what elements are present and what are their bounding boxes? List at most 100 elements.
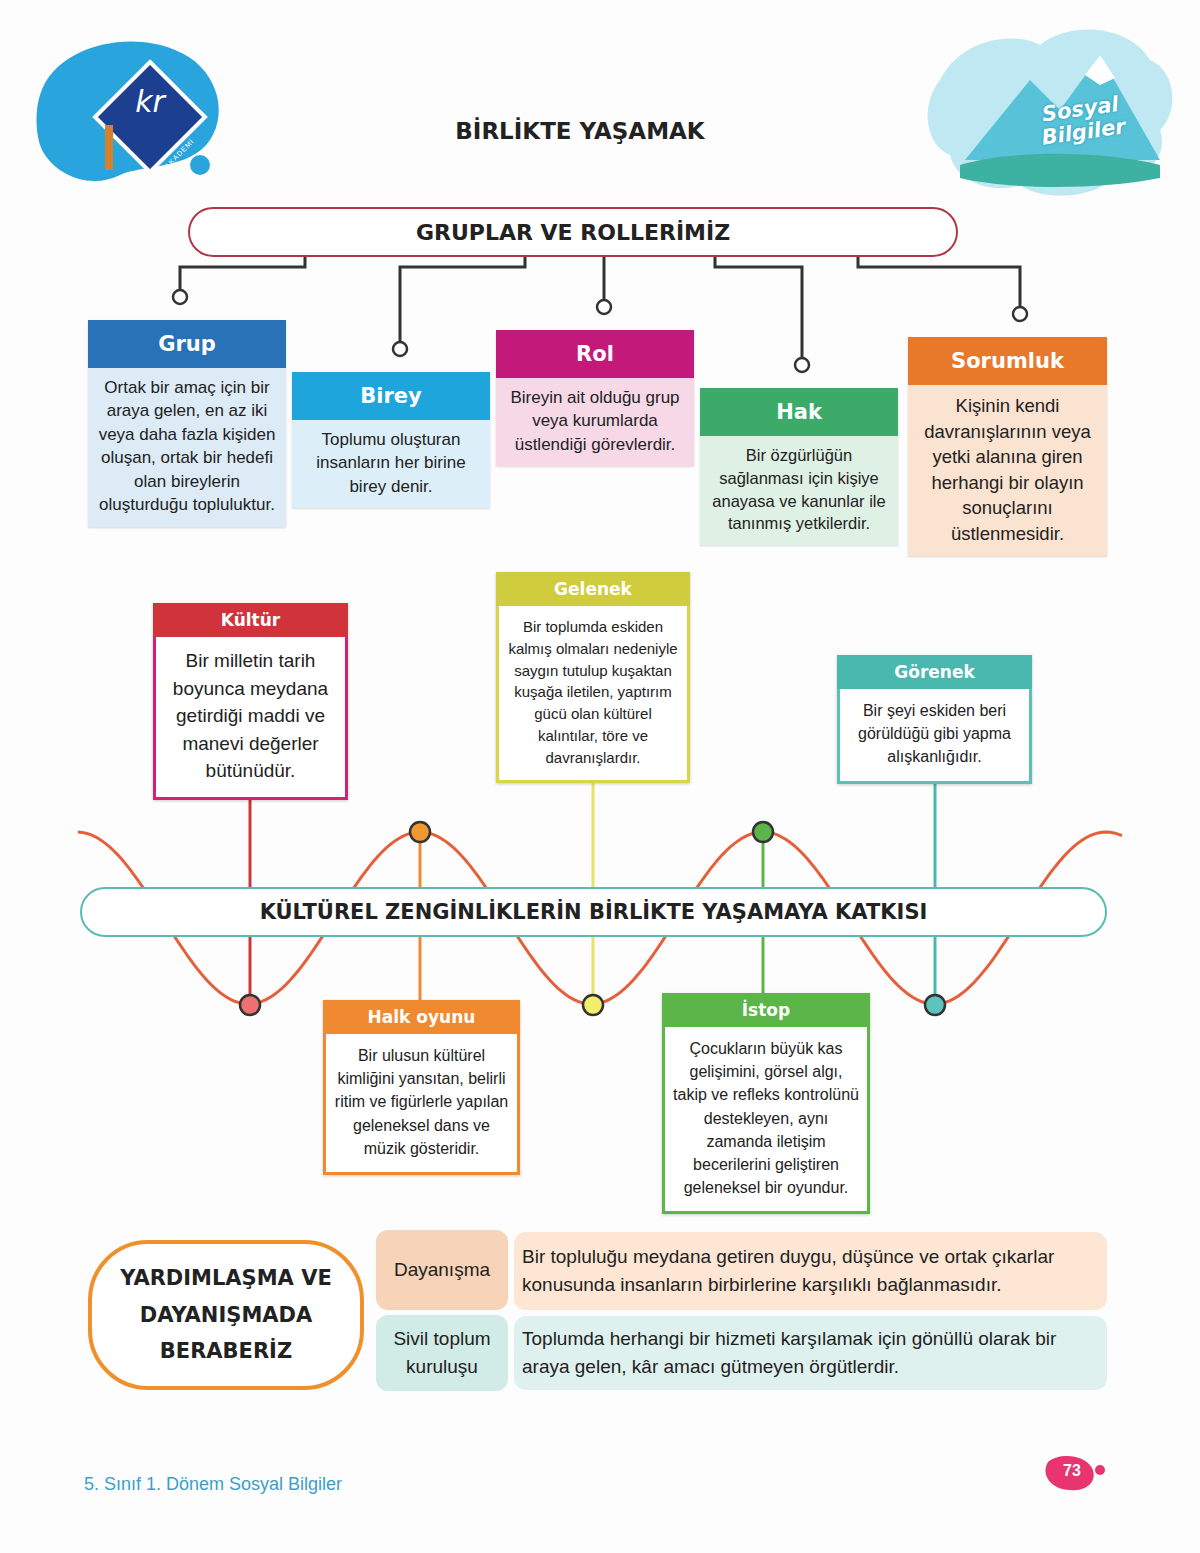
concept-box: GelenekBir toplumda eskiden kalmış olmal… [496,572,690,783]
box-header: Rol [496,330,694,378]
box-body: Toplumu oluşturan insanların her birine … [292,420,490,508]
connector-dot [795,358,809,372]
connector-line [934,784,937,887]
definition-text: Sivil toplum kuruluşu [384,1325,500,1380]
concept-box: RolBireyin ait olduğu grup veya kurumlar… [496,330,694,466]
box-header: Görenek [837,655,1032,689]
concept-box: KültürBir milletin tarih boyunca meydana… [153,603,348,800]
definition-box: Sivil toplum kuruluşu [376,1315,508,1391]
definition-text: Dayanışma [394,1256,490,1284]
band-title: KÜLTÜREL ZENGİNLİKLERİN BİRLİKTE YAŞAMAY… [260,900,928,924]
box-heading: Görenek [843,662,1026,682]
connector-line [419,937,422,1000]
wave-dot [753,822,773,842]
section-title: YARDIMLAŞMA VE DAYANIŞMADA BERABERİZ [106,1260,346,1370]
box-text: Bir ulusun kültürel kimliğini yansıtan, … [334,1044,509,1160]
box-header: Birey [292,372,490,420]
box-text: Toplumu oluşturan insanların her birine … [299,428,483,498]
connector [715,257,809,372]
definition-box: Toplumda herhangi bir hizmeti karşılamak… [514,1316,1107,1390]
box-text: Bir şeyi eskiden beri görüldüğü gibi yap… [848,699,1021,769]
connector-dot [393,342,407,356]
concept-box: GrupOrtak bir amaç için bir araya gelen,… [88,320,286,527]
logo-tower [105,125,113,170]
box-text: Kişinin kendi davranışlarının veya yetki… [915,393,1100,546]
wave-dot [410,822,430,842]
wave-dot [925,995,945,1015]
box-heading: Birey [298,384,484,408]
box-header: Grup [88,320,286,368]
band-title: GRUPLAR VE ROLLERİMİZ [416,220,730,245]
connector [420,937,421,1000]
box-header: Hak [700,388,898,436]
page-blob-dot [1095,1465,1105,1475]
connector [250,800,251,887]
wave-line [78,832,1122,1004]
logo-blob [36,41,218,181]
connector-line [592,783,595,887]
box-body: Bir ulusun kültürel kimliğini yansıtan, … [323,1034,520,1175]
stem-line [592,937,595,995]
connector-line [858,257,1020,307]
box-body: Bir toplumda eskiden kalmış olmaları ned… [496,606,690,783]
badge-mountain-snow [1085,55,1115,85]
definition-box: Bir topluluğu meydana getiren duygu, düş… [514,1232,1107,1310]
page-title: BİRLİKTE YAŞAMAK [380,118,780,144]
concept-box: İstopÇocukların büyük kas gelişimini, gö… [662,993,870,1214]
concept-box: Halk oyunuBir ulusun kültürel kimliğini … [323,1000,520,1175]
connector [173,257,305,304]
box-text: Bir toplumda eskiden kalmış olmaları ned… [507,616,679,768]
wave-dot [583,995,603,1015]
box-header: Gelenek [496,572,690,606]
box-heading: Kültür [159,610,342,630]
logo-text: kr [122,84,178,119]
badge-mountain [965,55,1160,160]
connector-line [715,257,802,358]
box-body: Çocukların büyük kas gelişimini, görsel … [662,1027,870,1214]
connector [597,257,611,314]
badge-ground [960,154,1160,187]
box-header: Sorumluk [908,337,1107,385]
box-heading: Grup [94,332,280,356]
footer-text: 5. Sınıf 1. Dönem Sosyal Bilgiler [84,1474,342,1495]
stem-line [249,937,252,995]
concept-box: HakBir özgürlüğün sağlanması için kişiye… [700,388,898,545]
section-oval: YARDIMLAŞMA VE DAYANIŞMADA BERABERİZ [88,1240,364,1390]
logo-diamond [95,62,205,172]
box-header: İstop [662,993,870,1027]
logo-dot [190,155,210,175]
connector-line [762,937,765,993]
connector-dot [597,300,611,314]
title-band: GRUPLAR VE ROLLERİMİZ [188,207,958,257]
page-number: 73 [1054,1462,1090,1480]
connector-line [249,800,252,887]
box-body: Bireyin ait olduğu grup veya kurumlarda … [496,378,694,466]
definition-text: Bir topluluğu meydana getiren duygu, düş… [522,1243,1099,1298]
box-heading: Halk oyunu [329,1007,514,1027]
concept-box: SorumlukKişinin kendi davranışlarının ve… [908,337,1107,556]
definition-text: Toplumda herhangi bir hizmeti karşılamak… [522,1325,1099,1380]
box-text: Bir özgürlüğün sağlanması için kişiye an… [707,444,891,535]
concept-box: GörenekBir şeyi eskiden beri görüldüğü g… [837,655,1032,784]
stem-line [419,842,422,887]
connector-line [180,257,305,290]
box-heading: Gelenek [502,579,684,599]
connector [935,784,936,887]
connector [593,783,594,887]
box-heading: Sorumluk [914,349,1101,373]
page-blob [1045,1456,1093,1490]
connector [858,257,1027,321]
concept-box: BireyToplumu oluşturan insanların her bi… [292,372,490,508]
box-body: Bir şeyi eskiden beri görüldüğü gibi yap… [837,689,1032,784]
box-heading: Hak [706,400,892,424]
box-text: Ortak bir amaç için bir araya gelen, en … [95,376,279,517]
connector-dot [173,290,187,304]
box-heading: İstop [668,1000,864,1020]
connector-line [603,257,606,300]
box-body: Bir özgürlüğün sağlanması için kişiye an… [700,436,898,545]
title-band: KÜLTÜREL ZENGİNLİKLERİN BİRLİKTE YAŞAMAY… [80,887,1107,937]
box-text: Çocukların büyük kas gelişimini, görsel … [673,1037,859,1199]
box-body: Bir milletin tarih boyunca meydana getir… [153,637,348,800]
stem-line [934,937,937,995]
box-body: Kişinin kendi davranışlarının veya yetki… [908,385,1107,556]
